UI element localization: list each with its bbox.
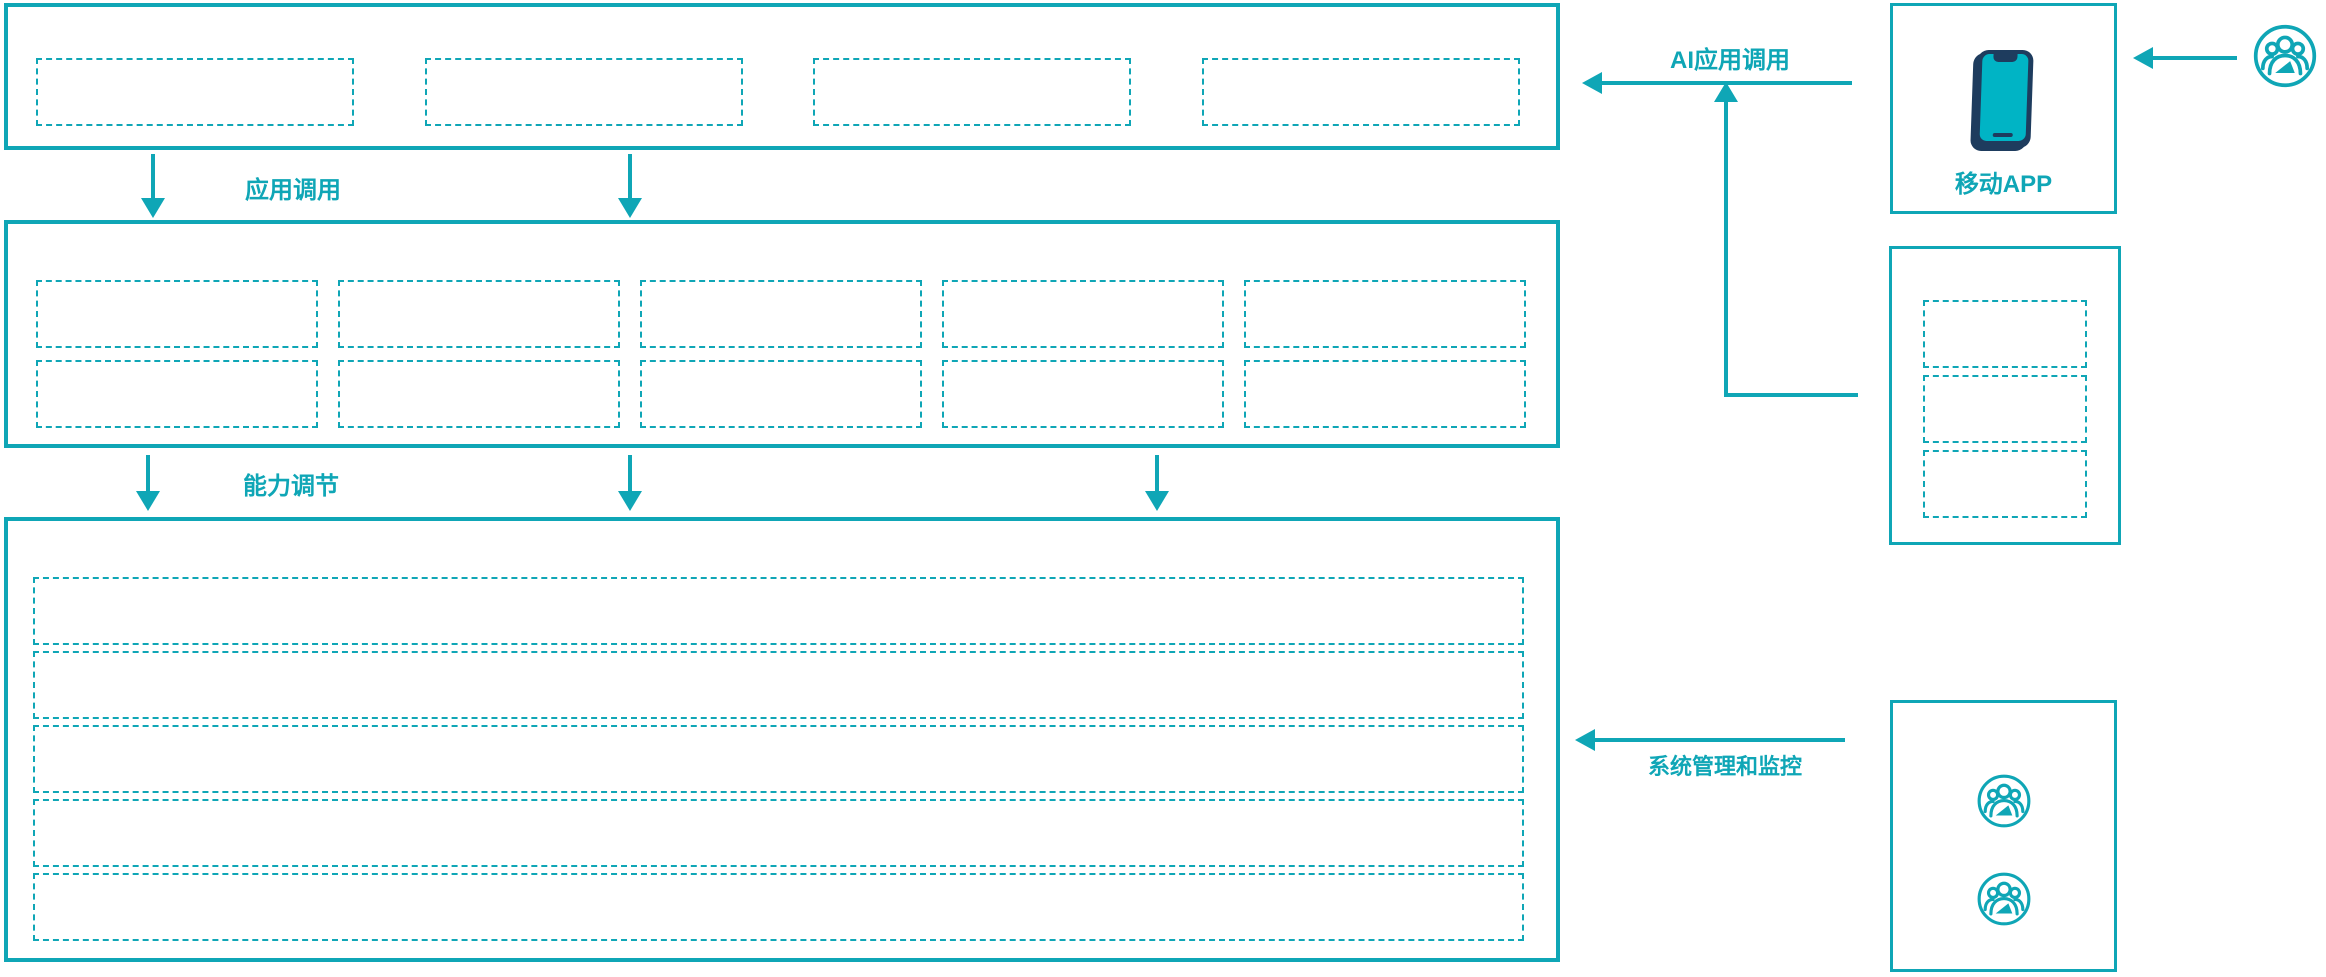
arrow-line (628, 455, 632, 493)
capability-slot (1244, 360, 1526, 428)
arrow-head (618, 198, 642, 218)
arrow-line (628, 154, 632, 200)
admin-box (1890, 700, 2117, 972)
arrow-head (618, 491, 642, 511)
application-slot (813, 58, 1132, 126)
user-group-icon (1977, 872, 2030, 926)
right-middle-box (1889, 246, 2121, 545)
application-slot (424, 58, 743, 126)
mobile-app-box: 移动APP (1890, 3, 2117, 214)
arrow-head (1145, 491, 1169, 511)
connector-vertical-line (1724, 102, 1728, 395)
right-middle-slot (1923, 375, 2087, 443)
arrow-line (1595, 738, 1845, 742)
capability-slot (36, 280, 318, 348)
mobile-app-label: 移动APP (1954, 171, 2053, 198)
capability-slot (942, 360, 1224, 428)
arrow-line (151, 154, 155, 200)
phone-homebar (1992, 132, 2013, 137)
application-layer-box (4, 3, 1560, 150)
arrow-head (1582, 72, 1602, 94)
right-middle-slot (1923, 450, 2087, 518)
capability-slot (942, 280, 1224, 348)
arrow-line (146, 455, 150, 493)
capability-slot (1244, 280, 1526, 348)
right-middle-slot (1923, 300, 2087, 368)
resource-layer-box (4, 517, 1560, 962)
arrow-head (141, 198, 165, 218)
system-monitor-label: 系统管理和监控 (1647, 754, 1802, 779)
capability-slot (338, 360, 620, 428)
user-group-icon (2253, 24, 2317, 88)
connector-horizontal-line (1724, 393, 1858, 397)
phone-notch (1992, 54, 2018, 63)
arrow-line (1155, 455, 1159, 493)
arrow-head (2133, 47, 2153, 69)
phone-screen (1979, 54, 2029, 141)
user-group-icon (1977, 774, 2030, 828)
resource-row (33, 799, 1524, 867)
capability-adjust-label: 能力调节 (243, 473, 339, 500)
capability-layer-box (4, 220, 1560, 448)
app-call-label: 应用调用 (245, 177, 341, 204)
capability-slot (640, 360, 922, 428)
arrow-line (2151, 56, 2237, 60)
capability-slot (640, 280, 922, 348)
resource-row (33, 873, 1524, 941)
arrow-head (136, 491, 160, 511)
resource-row (33, 725, 1524, 793)
capability-slot (338, 280, 620, 348)
ai-app-call-label: AI应用调用 (1670, 47, 1790, 74)
capability-slot (36, 360, 318, 428)
arrow-head (1714, 82, 1738, 102)
resource-row (33, 577, 1524, 645)
application-slot (36, 58, 354, 126)
arrow-head (1575, 729, 1595, 751)
resource-row (33, 651, 1524, 719)
smartphone-icon (1973, 50, 2034, 148)
application-slot (1201, 58, 1520, 126)
